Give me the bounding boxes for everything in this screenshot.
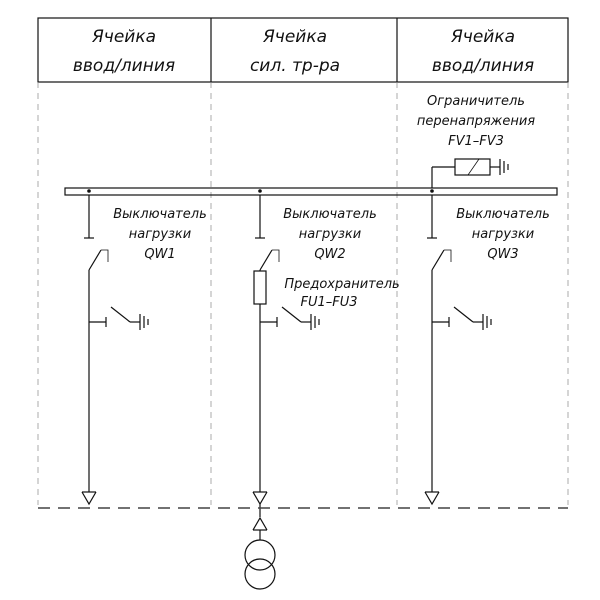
surge-arrester-label: Ограничитель перенапряжения FV1–FV3 xyxy=(417,94,535,149)
busbar xyxy=(64,187,558,196)
feeder-2 xyxy=(244,195,320,590)
surge-arrester-label-line3: FV1–FV3 xyxy=(448,134,504,149)
feeder-3 xyxy=(424,195,492,506)
switch-2-label-line3: QW2 xyxy=(314,247,345,262)
bus-junction xyxy=(258,189,262,193)
switch-2-label-line2: нагрузки xyxy=(299,227,361,242)
switch-drive-link xyxy=(444,249,452,262)
cell-header-table xyxy=(37,17,569,83)
cell-3-title-line2: ввод/линия xyxy=(432,56,534,76)
fuse-label: Предохранитель FU1–FU3 xyxy=(284,277,399,310)
load-switch-blade xyxy=(431,249,445,271)
cell-1-title-line2: ввод/линия xyxy=(73,56,175,76)
earthing-switch-blade xyxy=(281,306,302,323)
fuse-symbol xyxy=(253,270,267,305)
cell-boundaries xyxy=(37,82,569,505)
switch-1-label-line2: нагрузки xyxy=(129,227,191,242)
cell-header-frame xyxy=(37,17,569,83)
fuse-label-line2: FU1–FU3 xyxy=(300,295,357,310)
cell-2-title-line1: Ячейка xyxy=(262,27,327,47)
surge-arrester-label-line2: перенапряжения xyxy=(417,114,535,129)
switch-3-label-line3: QW3 xyxy=(487,247,518,262)
switch-drive-link xyxy=(101,249,109,262)
switch-1-label-line1: Выключатель xyxy=(113,207,206,222)
surge-arrester-symbol xyxy=(431,158,509,188)
switch-3-label-line2: нагрузки xyxy=(472,227,534,242)
cable-terminal-arrow xyxy=(81,491,97,506)
switch-labels: Выключатель нагрузки QW1 Выключатель наг… xyxy=(113,207,549,262)
cell-3-title-line1: Ячейка xyxy=(450,27,515,47)
surge-arrester-label-line1: Ограничитель xyxy=(427,94,525,109)
cell-2-title-line2: сил. тр-ра xyxy=(250,56,340,76)
cable-terminal-arrow-up xyxy=(252,516,268,531)
switch-2-label-line1: Выключатель xyxy=(283,207,376,222)
cable-terminal-arrow xyxy=(252,491,268,506)
cable-terminal-arrow xyxy=(424,491,440,506)
bus-junction xyxy=(430,189,434,193)
busbar-rect xyxy=(64,187,558,196)
load-switch-blade xyxy=(259,249,273,271)
bus-junction xyxy=(87,189,91,193)
switch-1-label-line3: QW1 xyxy=(144,247,175,262)
fuse-label-line1: Предохранитель xyxy=(284,277,399,292)
switch-3-label-line1: Выключатель xyxy=(456,207,549,222)
cell-titles: Ячейка ввод/линия Ячейка сил. тр-ра Ячей… xyxy=(73,27,534,76)
feeder-1 xyxy=(81,195,149,506)
earthing-switch-blade xyxy=(453,306,474,323)
switch-drive-link xyxy=(272,249,280,262)
arrester-body xyxy=(454,158,491,176)
transformer-winding-secondary xyxy=(244,558,276,590)
cell-1-title-line1: Ячейка xyxy=(91,27,156,47)
transformer-winding-primary xyxy=(244,539,276,571)
arrester-characteristic xyxy=(458,158,488,176)
load-switch-blade xyxy=(88,249,102,271)
earthing-switch-blade xyxy=(110,306,131,323)
